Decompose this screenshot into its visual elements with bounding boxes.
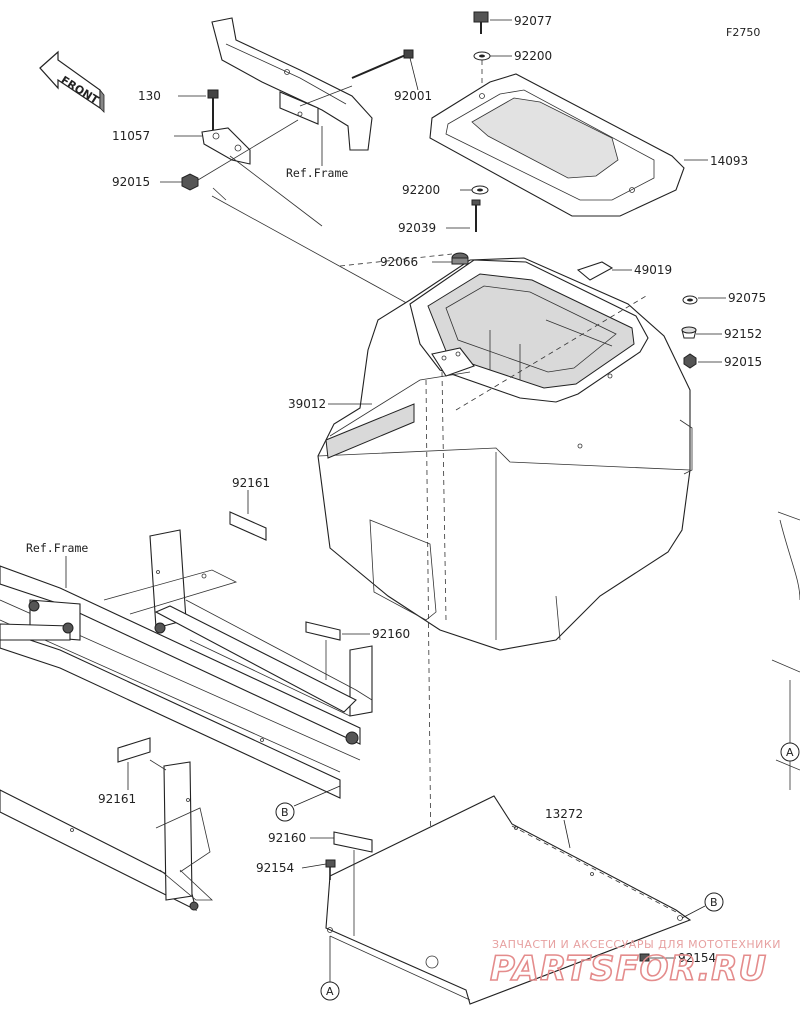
marker-a-right <box>780 742 800 762</box>
bolt-92154-left <box>325 859 336 880</box>
pad-92160-upper <box>305 621 341 641</box>
part-number-92200-top: 92200 <box>514 49 552 63</box>
cap-92066 <box>451 252 469 265</box>
marker-b-frame <box>275 802 295 822</box>
marker-b-plate <box>704 892 724 912</box>
part-number-92015-right: 92015 <box>724 355 762 369</box>
part-number-92154-left: 92154 <box>256 861 294 875</box>
collar-92152 <box>681 326 697 339</box>
lower-frame <box>0 529 373 912</box>
part-number-92075: 92075 <box>728 291 766 305</box>
pad-92160-lower <box>333 831 373 853</box>
skid-plate-13272 <box>325 795 692 1005</box>
bolt-92154-right <box>639 953 650 962</box>
part-number-39012: 39012 <box>288 397 326 411</box>
front-arrow-icon: FRONT <box>39 50 105 113</box>
part-number-13272: 13272 <box>545 807 583 821</box>
part-number-92154-right: 92154 <box>678 951 716 965</box>
marker-b-plate-label: B <box>710 896 718 909</box>
pad-92161-upper <box>229 511 267 541</box>
part-number-14093: 14093 <box>710 154 748 168</box>
stud-92039 <box>471 199 481 232</box>
part-number-92160-lower: 92160 <box>268 831 306 845</box>
knob-92077 <box>473 11 489 34</box>
marker-b-frame-label: B <box>281 806 289 819</box>
part-number-92152: 92152 <box>724 327 762 341</box>
upper-frame-rail <box>211 17 373 151</box>
part-number-92200-lower: 92200 <box>402 183 440 197</box>
part-number-92015-upper: 92015 <box>112 175 150 189</box>
part-number-11057: 11057 <box>112 129 150 143</box>
part-number-92077: 92077 <box>514 14 552 28</box>
ref-frame-label-upper: Ref.Frame <box>286 166 348 180</box>
bolt-130 <box>207 89 219 130</box>
part-number-92001: 92001 <box>394 89 432 103</box>
watermark-tagline: ЗАПЧАСТИ И АКСЕССУАРЫ ДЛЯ МОТОТЕХНИКИ <box>492 938 781 951</box>
part-number-92039: 92039 <box>398 221 436 235</box>
bracket-11057 <box>201 127 251 165</box>
nut-92015-upper <box>181 173 199 191</box>
watermark-brand: PARTSFOR.RU <box>490 949 767 989</box>
part-number-92161-lower: 92161 <box>98 792 136 806</box>
part-number-92066: 92066 <box>380 255 418 269</box>
marker-a-right-label: A <box>786 746 794 759</box>
ref-frame-label-lower: Ref.Frame <box>26 541 88 555</box>
grommet-92075 <box>682 295 698 305</box>
washer-92200-top <box>473 51 491 61</box>
marker-a-plate-label: A <box>326 985 334 998</box>
nut-92015-right <box>683 353 697 369</box>
washer-92200-lower <box>471 185 489 195</box>
figure-code: F2750 <box>726 26 760 39</box>
lid-14093 <box>429 73 685 217</box>
part-number-130: 130 <box>138 89 161 103</box>
bolt-92001 <box>351 49 414 79</box>
part-number-92160-upper: 92160 <box>372 627 410 641</box>
part-number-49019: 49019 <box>634 263 672 277</box>
pad-92161-lower <box>117 737 151 763</box>
part-number-92161-upper: 92161 <box>232 476 270 490</box>
cargo-box-39012 <box>317 257 693 651</box>
